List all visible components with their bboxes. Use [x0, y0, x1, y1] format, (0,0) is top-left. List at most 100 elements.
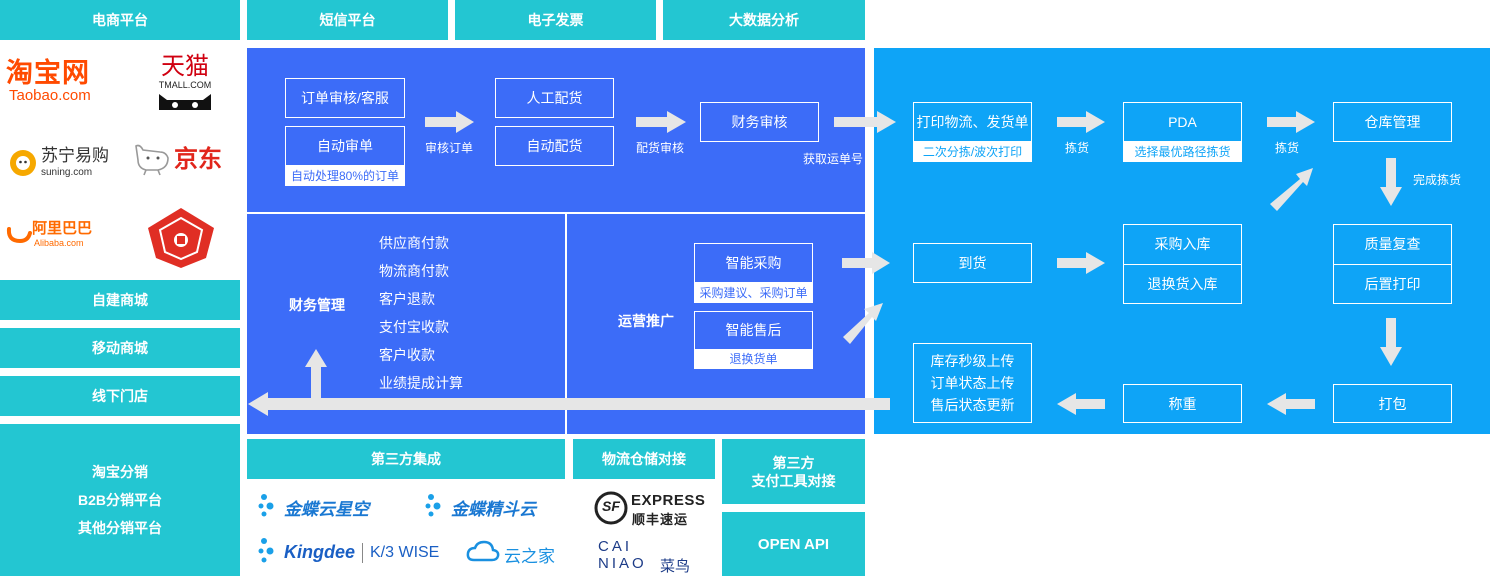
get-waybill-label: 获取运单号 — [803, 152, 864, 166]
mobile-mall-item[interactable]: 移动商城 — [0, 328, 240, 368]
alibaba-logo-cn: 阿里巴巴 — [32, 220, 93, 237]
sms-platform-header: 短信平台 — [247, 0, 448, 40]
purchase-inbound[interactable]: 采购入库 — [1124, 225, 1241, 265]
sync-inventory: 库存秒级上传 — [930, 353, 1015, 369]
kingdee-star-logo[interactable]: 金蝶云星空 — [258, 490, 398, 520]
arrow-operations-to-arrival — [842, 252, 890, 274]
kingdee-jdy-logo[interactable]: 金蝶精斗云 — [425, 490, 565, 520]
kingdee-k3-brand: Kingdee — [284, 542, 356, 562]
pda-note: 选择最优路径拣货 — [1124, 141, 1241, 161]
print-shipping-box[interactable]: 打印物流、发货单 二次分拣/波次打印 — [913, 102, 1032, 162]
sf-express-en: EXPRESS — [631, 492, 706, 509]
smart-purchase-box[interactable]: 智能采购 采购建议、采购订单 — [694, 243, 813, 303]
post-print[interactable]: 后置打印 — [1364, 275, 1421, 292]
kingdee-dots-icon — [258, 494, 274, 517]
finance-list: 供应商付款 物流商付款 客户退款 支付宝收款 客户收款 业绩提成计算 — [379, 229, 463, 397]
auto-review-box[interactable]: 自动审单 自动处理80%的订单 — [285, 126, 405, 186]
arrow-finance-to-print — [834, 111, 896, 133]
smart-aftersale-note: 退换货单 — [695, 349, 812, 368]
jd-logo[interactable]: 京东 — [134, 142, 230, 178]
arrow-arrival-to-inbound — [1057, 252, 1105, 274]
cainiao-cn: 菜鸟 — [660, 558, 691, 575]
arrow-pda-to-wms — [1267, 111, 1315, 133]
kingdee-k3-divider — [362, 543, 363, 563]
logistics-integration-header: 物流仓储对接 — [573, 439, 715, 479]
operations-panel — [567, 214, 865, 434]
allocation-review-label: 配货审核 — [636, 141, 685, 155]
inbound-box: 采购入库 退换货入库 — [1123, 224, 1242, 304]
distribution-b2b[interactable]: B2B分销平台 — [77, 492, 162, 508]
sf-express-cn: 顺丰速运 — [632, 512, 689, 527]
distribution-taobao[interactable]: 淘宝分销 — [92, 464, 148, 480]
arrival-box[interactable]: 到货 — [913, 243, 1032, 283]
kingdee-jdy-text: 金蝶精斗云 — [451, 500, 536, 519]
payment-line-1: 第三方 — [772, 454, 815, 471]
arrow-review-to-allocation — [425, 111, 474, 133]
arrow-allocation-to-finance — [636, 111, 686, 133]
finance-item-logistics-payment[interactable]: 物流商付款 — [379, 263, 449, 279]
arrow-quality-down — [1380, 318, 1402, 366]
finance-item-customer-refund[interactable]: 客户退款 — [379, 291, 435, 307]
alibaba-logo[interactable]: 阿里巴巴 Alibaba.com — [6, 220, 118, 250]
finance-item-alipay-receipt[interactable]: 支付宝收款 — [379, 319, 449, 335]
cloud-icon — [466, 540, 500, 562]
quality-recheck[interactable]: 质量复查 — [1334, 225, 1451, 265]
order-review-box[interactable]: 订单审核/客服 — [285, 78, 405, 118]
tmall-logo[interactable]: 天猫 TMALL.COM — [150, 54, 220, 110]
manual-allocation-box[interactable]: 人工配货 — [495, 78, 614, 118]
offline-store-item[interactable]: 线下门店 — [0, 376, 240, 416]
pinduoduo-logo-icon[interactable] — [146, 206, 216, 270]
smart-purchase-label: 智能采购 — [725, 255, 782, 271]
sf-express-logo[interactable]: SF EXPRESS 顺丰速运 — [594, 490, 705, 527]
weigh-box[interactable]: 称重 — [1123, 384, 1242, 423]
smart-aftersale-box[interactable]: 智能售后 退换货单 — [694, 311, 813, 369]
suning-logo[interactable]: 苏宁易购 suning.com — [8, 146, 126, 182]
arrow-return-to-left — [248, 392, 890, 416]
print-shipping-label: 打印物流、发货单 — [916, 114, 1029, 130]
kingdee-k3-dots-icon — [258, 538, 274, 563]
taobao-logo-cn: 淘宝网 — [6, 58, 90, 88]
finance-item-commission[interactable]: 业绩提成计算 — [379, 375, 463, 391]
warehouse-management-box[interactable]: 仓库管理 — [1333, 102, 1452, 142]
taobao-logo-en: Taobao.com — [9, 87, 91, 104]
print-shipping-note: 二次分拣/波次打印 — [914, 141, 1031, 161]
open-api-button[interactable]: OPEN API — [722, 512, 865, 576]
k3-wise-text: K/3 WISE — [370, 544, 440, 561]
arrow-weigh-to-sync — [1057, 393, 1105, 415]
sf-circle-icon — [594, 491, 628, 525]
suning-lion-icon — [10, 150, 36, 176]
arrow-operations-diagonal — [843, 303, 883, 344]
finance-review-box[interactable]: 财务审核 — [700, 102, 819, 142]
tmall-cat-icon — [159, 94, 211, 110]
finance-title: 财务管理 — [289, 297, 345, 313]
cainiao-logo[interactable]: CAI NIAO 菜鸟 — [598, 538, 698, 575]
yunzhijia-text: 云之家 — [504, 547, 555, 566]
arrow-inbound-to-wms — [1270, 168, 1313, 211]
pack-box[interactable]: 打包 — [1333, 384, 1452, 423]
picking-label-1: 拣货 — [1065, 141, 1090, 155]
jd-logo-cn: 京东 — [174, 146, 222, 173]
cainiao-en-1: CAI — [598, 538, 633, 555]
yunzhijia-logo[interactable]: 云之家 — [466, 537, 566, 567]
kingdee-star-text: 金蝶云星空 — [284, 500, 369, 519]
third-party-integration-header: 第三方集成 — [247, 439, 565, 479]
finance-item-customer-receipt[interactable]: 客户收款 — [379, 347, 435, 363]
finance-item-supplier-payment[interactable]: 供应商付款 — [379, 235, 449, 251]
tmall-logo-cn: 天猫 — [161, 53, 209, 80]
kingdee-k3-logo[interactable]: Kingdee K/3 WISE — [258, 535, 448, 569]
arrow-pack-to-weigh — [1267, 393, 1315, 415]
suning-logo-en: suning.com — [41, 167, 93, 178]
distribution-panel: 淘宝分销 B2B分销平台 其他分销平台 — [0, 424, 240, 576]
own-mall-item[interactable]: 自建商城 — [0, 280, 240, 320]
sync-order-status: 订单状态上传 — [930, 375, 1015, 391]
review-order-label: 审核订单 — [425, 141, 474, 155]
distribution-other[interactable]: 其他分销平台 — [78, 520, 162, 536]
sync-aftersale-status: 售后状态更新 — [930, 397, 1015, 413]
return-inbound[interactable]: 退换货入库 — [1147, 275, 1218, 292]
taobao-logo[interactable]: 淘宝网 Taobao.com — [6, 58, 116, 104]
status-sync-box[interactable]: 库存秒级上传 订单状态上传 售后状态更新 — [913, 343, 1032, 423]
jd-dog-icon — [135, 144, 169, 176]
pda-box[interactable]: PDA 选择最优路径拣货 — [1123, 102, 1242, 162]
auto-allocation-box[interactable]: 自动配货 — [495, 126, 614, 166]
